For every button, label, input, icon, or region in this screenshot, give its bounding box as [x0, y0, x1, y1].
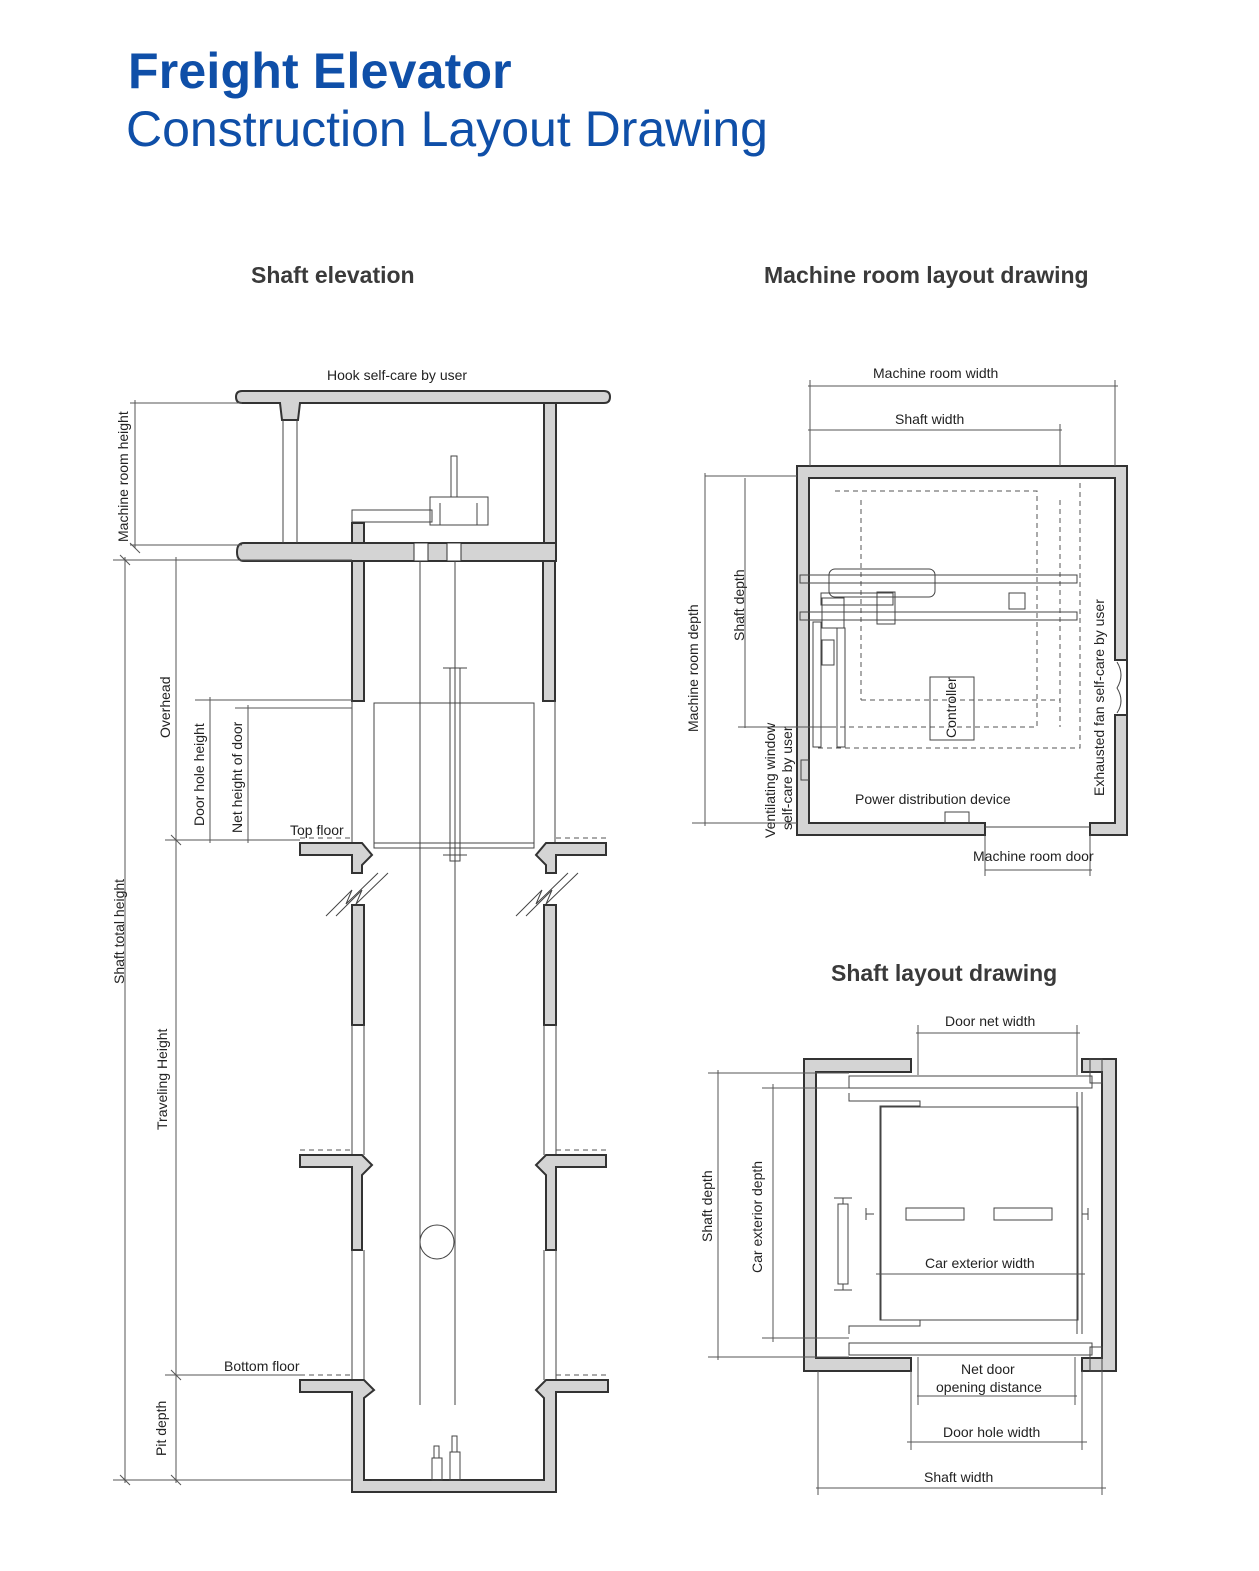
label-machine-room-door: Machine room door — [973, 848, 1094, 864]
label-hook: Hook self-care by user — [327, 367, 467, 383]
shaft-elevation-drawing: Hook self-care by user Machine room heig… — [111, 367, 612, 1493]
machine-room-walls — [796, 465, 1128, 836]
machine-room-roof — [234, 390, 612, 421]
top-floor-slab — [299, 842, 374, 874]
label-mr-shaft-depth: Shaft depth — [731, 569, 747, 641]
label-top-floor: Top floor — [290, 822, 344, 838]
machine-room-floor — [235, 542, 557, 562]
shaft-left-wall-upper — [351, 560, 365, 702]
shaft-layout-drawing: Door net width Shaft depth Car exterior … — [699, 1013, 1117, 1495]
label-machine-room-depth: Machine room depth — [685, 604, 701, 732]
label-opening-distance: opening distance — [936, 1379, 1042, 1395]
label-sl-shaft-depth: Shaft depth — [699, 1170, 715, 1242]
label-machine-room-width: Machine room width — [873, 365, 998, 381]
elevator-car — [373, 702, 535, 844]
machine-room-right-wall — [543, 402, 557, 544]
shaft-elevation-title: Shaft elevation — [251, 262, 415, 288]
label-net-height-of-door: Net height of door — [229, 721, 245, 833]
label-power-distribution-device: Power distribution device — [855, 791, 1011, 807]
label-exhausted-fan: Exhausted fan self-care by user — [1091, 599, 1107, 796]
controller — [929, 676, 975, 741]
label-door-hole-height: Door hole height — [191, 723, 207, 826]
label-ventilating-window: Ventilating window — [762, 722, 778, 838]
shaft-layout-walls — [803, 1058, 912, 1372]
machine-room-title: Machine room layout drawing — [764, 262, 1089, 288]
label-traveling-height: Traveling Height — [154, 1028, 170, 1130]
label-machine-room-height: Machine room height — [115, 411, 131, 542]
pit — [299, 1379, 609, 1493]
page-subtitle: Construction Layout Drawing — [126, 101, 768, 157]
shaft-layout-title: Shaft layout drawing — [831, 960, 1058, 986]
label-bottom-floor: Bottom floor — [224, 1358, 300, 1374]
power-distribution-device — [944, 811, 970, 824]
label-mr-shaft-width: Shaft width — [895, 411, 964, 427]
label-door-hole-width: Door hole width — [943, 1424, 1040, 1440]
label-sl-shaft-width: Shaft width — [924, 1469, 993, 1485]
label-pit-depth: Pit depth — [153, 1401, 169, 1456]
label-ventilating-window-selfcare: self-care by user — [779, 726, 795, 830]
label-overhead: Overhead — [157, 677, 173, 738]
traction-machine — [429, 496, 489, 526]
label-shaft-total-height: Shaft total height — [111, 879, 127, 984]
label-controller: Controller — [943, 677, 959, 738]
label-net-door: Net door — [961, 1361, 1015, 1377]
page-title: Freight Elevator — [128, 43, 512, 99]
label-car-exterior-width: Car exterior width — [925, 1255, 1035, 1271]
counterweight-pulley — [419, 1224, 455, 1260]
label-door-net-width: Door net width — [945, 1013, 1035, 1029]
label-car-exterior-depth: Car exterior depth — [749, 1161, 765, 1273]
machine-room-drawing: Machine room width Shaft width Machine r… — [685, 365, 1128, 876]
